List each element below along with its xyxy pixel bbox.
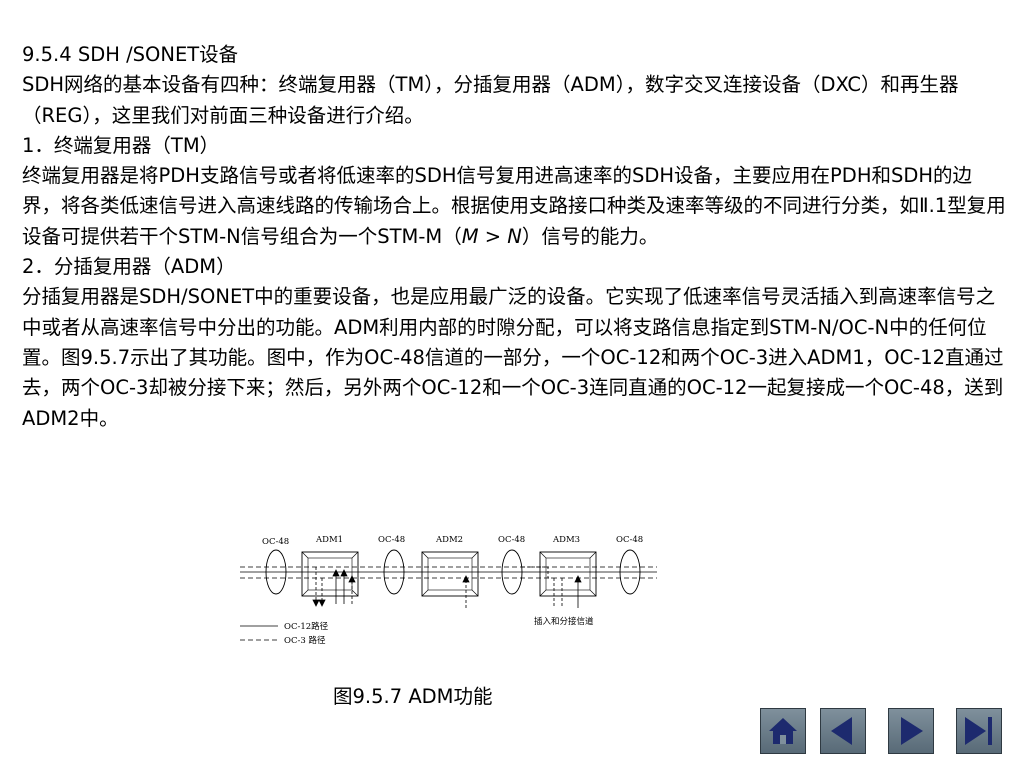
adm-diagram: OC-48 ADM1 OC-48 ADM2 OC-48 ADM3 OC-48 [232,530,662,650]
tm-text-a: 终端复用器是将PDH支路信号或者将低速率的SDH信号复用进高速率的SDH设备，主… [22,164,1006,248]
prev-button[interactable] [820,708,866,754]
oc48-ellipse-1 [265,549,287,595]
next-button[interactable] [888,708,934,754]
adm1-drop-arrows [312,567,356,607]
section-heading: 9.5.4 SDH /SONET设备 [22,43,239,66]
legend-oc3-label: OC-3 路径 [284,635,326,646]
label-oc48-3: OC-48 [498,535,525,545]
slide-text: 9.5.4 SDH /SONET设备 SDH网络的基本设备有四种：终端复用器（T… [22,40,1007,434]
figure-caption: 图9.5.7 ADM功能 [333,685,493,708]
add-drop-label: 插入和分接信道 [534,616,594,627]
tm-paragraph: 终端复用器是将PDH支路信号或者将低速率的SDH信号复用进高速率的SDH设备，主… [22,161,1007,252]
adm1-box [301,551,359,597]
oc48-ellipse-4 [619,549,641,595]
next-icon [901,717,923,745]
adm2-add-arrow [462,575,470,608]
slide-navigation [760,708,1006,758]
last-button[interactable] [956,708,1002,754]
adm-paragraph: 分插复用器是SDH/SONET中的重要设备，也是应用最广泛的设备。它实现了低速率… [22,285,1004,430]
oc48-ellipse-3 [501,549,523,595]
oc48-ellipse-2 [383,549,405,595]
adm-diagram-svg: OC-48 ADM1 OC-48 ADM2 OC-48 ADM3 OC-48 [240,535,657,646]
adm2-box [421,551,479,597]
label-oc48-1: OC-48 [262,537,289,547]
label-oc48-2: OC-48 [378,535,405,545]
tm-m: M [461,224,479,248]
adm3-box [539,551,597,597]
home-icon [769,718,797,744]
prev-icon [831,717,852,745]
tm-gt: > [478,224,508,248]
tm-heading: 1．终端复用器（TM） [22,133,220,157]
tm-text-b: ）信号的能力。 [521,224,659,248]
adm-heading: 2．分插复用器（ADM） [22,255,236,279]
label-adm1: ADM1 [315,535,343,545]
intro-paragraph: SDH网络的基本设备有四种：终端复用器（TM），分插复用器（ADM），数字交叉连… [22,73,959,127]
last-icon [965,717,992,745]
legend-oc12-label: OC-12路径 [284,621,329,632]
label-adm2: ADM2 [435,535,463,545]
label-oc48-4: OC-48 [616,535,643,545]
tm-n: N [507,224,522,248]
home-button[interactable] [760,708,806,754]
label-adm3: ADM3 [552,535,580,545]
adm3-drop-arrows [522,566,582,608]
